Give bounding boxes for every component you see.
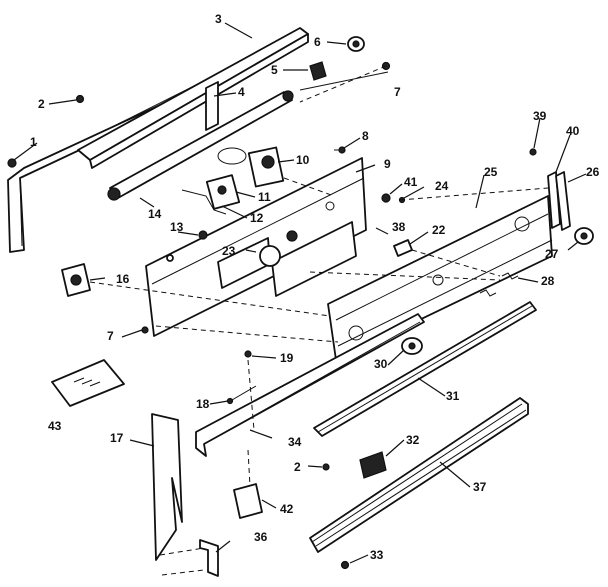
part-32-clip [359,451,387,479]
label-11: 11 [258,190,271,204]
label-43: 43 [48,419,62,433]
label-1: 1 [30,135,37,149]
label-6: 6 [314,35,321,49]
part-11-switch [205,174,241,210]
label-23: 23 [222,244,236,258]
leader-lines [13,22,587,564]
part-39-clip [529,148,537,156]
label-39: 39 [533,109,547,123]
part-16-switch-block [61,263,91,297]
part-5-lamp-socket [309,61,327,81]
part-3-top-rail [77,27,309,169]
label-22: 22 [432,223,446,237]
part-34-support-channel [195,313,425,457]
label-17: 17 [110,431,124,445]
label-27: 27 [545,247,559,261]
part-27-knob [574,227,594,245]
label-28: 28 [541,274,555,288]
part-31-trim-strip [313,301,537,437]
label-25: 25 [484,165,498,179]
part-7-screw-lower [141,326,149,334]
part-13-nut [166,230,208,262]
part-2-screw-lower [322,463,330,471]
label-3: 3 [215,12,222,26]
label-7-top: 7 [394,85,401,99]
part-25-control-panel [327,195,553,361]
label-32: 32 [406,433,420,447]
label-18: 18 [196,397,210,411]
part-33-screw [340,560,350,570]
label-36: 36 [254,530,268,544]
part-19-screw [244,350,252,358]
label-10: 10 [296,153,310,167]
part-28-spring [479,272,519,297]
label-4: 4 [238,85,245,99]
label-26: 26 [586,165,600,179]
part-22-spacer [393,239,413,257]
label-16: 16 [116,272,130,286]
label-40: 40 [566,124,580,138]
label-13: 13 [170,220,184,234]
label-24: 24 [435,179,449,193]
label-19: 19 [280,351,294,365]
label-14: 14 [148,207,162,221]
label-42: 42 [280,502,294,516]
part-41-screw [381,193,391,203]
label-30: 30 [374,357,388,371]
part-10-switch [217,146,285,188]
part-37-lower-trim [309,397,529,553]
label-34: 34 [288,435,302,449]
label-12: 12 [250,211,264,225]
part-6-knob-cap [347,36,365,52]
label-2-top: 2 [38,97,45,111]
part-14-lamp-tube [107,71,389,201]
part-42-bracket [233,483,263,519]
assembly-lines [89,65,549,576]
callout-labels: 1 2 3 4 5 6 7 8 9 10 11 12 13 14 16 17 1… [30,12,600,562]
label-41: 41 [404,175,418,189]
part-12-harness [181,189,227,215]
label-8: 8 [362,129,369,143]
part-26-end-cap [555,171,571,231]
part-17-side-panel [151,413,183,561]
part-2-screw-top [75,94,85,104]
part-4-bracket [205,81,219,131]
part-30-knob [401,337,423,355]
part-18-screw [226,385,257,405]
part-36-bracket [199,539,219,577]
label-5: 5 [271,63,278,77]
label-33: 33 [370,548,384,562]
part-43-instruction-card [51,359,125,407]
label-38: 38 [392,220,406,234]
label-7-lower: 7 [107,329,114,343]
part-screw-left [7,158,17,168]
label-31: 31 [446,389,460,403]
part-23-clock-timer [217,230,298,289]
label-37: 37 [473,480,487,494]
label-2-lower: 2 [294,460,301,474]
label-9: 9 [384,157,391,171]
